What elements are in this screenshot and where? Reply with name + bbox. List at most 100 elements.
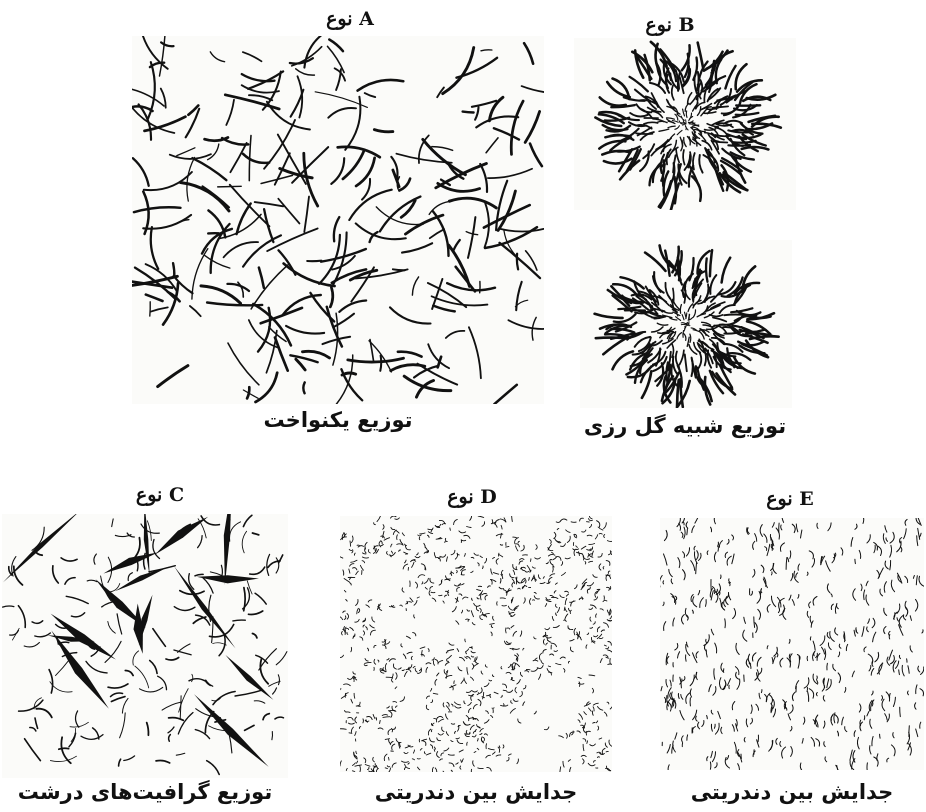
fine-flake [61,558,77,561]
fine-flake [162,702,181,710]
oriented-interdendritic-flake [816,739,820,746]
interdendritic-flake [392,744,395,750]
interdendritic-flake [485,595,487,600]
interdendritic-flake [519,559,524,560]
oriented-interdendritic-flake [778,609,779,613]
fine-flake [108,622,116,634]
interdendritic-flake [449,643,454,645]
interdendritic-flake [382,645,386,649]
interdendritic-flake [380,545,383,546]
interdendritic-flake [498,747,500,752]
rosette-flake [712,141,728,142]
graphite-flake [218,186,242,187]
graphite-flake [374,130,392,132]
interdendritic-flake [438,661,443,664]
interdendritic-flake [356,571,359,574]
oriented-interdendritic-flake [810,637,811,640]
fine-flake [111,697,125,702]
rosette-flake [630,113,648,117]
oriented-interdendritic-flake [712,752,715,762]
rosette-flake [706,258,707,281]
interdendritic-flake [348,717,353,720]
interdendritic-flake [345,627,346,631]
interdendritic-flake [571,522,576,523]
interdendritic-flake [466,649,469,652]
fine-flake [169,718,184,721]
rosette-flake [704,112,716,113]
oriented-interdendritic-flake [769,695,772,704]
interdendritic-flake [482,522,485,527]
fine-flake [108,684,128,688]
interdendritic-flake [584,712,587,715]
oriented-interdendritic-flake [872,691,874,695]
interdendritic-flake [607,587,611,588]
interdendritic-flake [464,554,465,557]
oriented-interdendritic-flake [915,599,917,611]
oriented-interdendritic-flake [861,584,862,591]
graphite-flake [429,202,448,215]
oriented-interdendritic-flake [804,678,809,688]
interdendritic-flake [491,580,492,585]
interdendritic-flake [491,715,493,717]
oriented-interdendritic-flake [733,609,736,619]
fine-flake [140,687,163,692]
fine-flake [50,756,76,761]
oriented-interdendritic-flake [792,692,795,701]
interdendritic-flake [448,755,454,756]
interdendritic-flake [588,763,595,765]
fine-flake [35,633,50,637]
oriented-interdendritic-flake [682,736,684,742]
interdendritic-flake [482,697,484,698]
title-type-d: نوع D [412,486,532,508]
graphite-flake [228,343,259,385]
interdendritic-flake [566,594,568,596]
interdendritic-flake [447,557,448,562]
oriented-interdendritic-flake [921,667,924,675]
interdendritic-flake [342,533,344,539]
fine-flake [278,675,279,685]
oriented-interdendritic-flake [884,627,886,634]
interdendritic-flake [368,550,370,554]
interdendritic-flake [603,600,607,601]
interdendritic-flake [340,729,346,730]
interdendritic-flake [563,669,565,673]
rosette-flake [672,344,674,358]
oriented-interdendritic-flake [798,595,799,599]
oriented-interdendritic-flake [889,650,893,660]
interdendritic-flake [565,607,567,612]
oriented-interdendritic-flake [837,731,838,736]
oriented-interdendritic-flake [714,518,715,524]
interdendritic-flake [469,708,471,712]
oriented-interdendritic-flake [811,737,814,746]
interdendritic-flake [414,615,415,618]
interdendritic-flake [524,598,526,603]
interdendritic-flake [365,659,368,662]
interdendritic-flake [387,552,388,555]
interdendritic-flake [594,635,598,636]
fine-flake [195,574,203,575]
graphite-flake [243,235,281,266]
interdendritic-flake [503,684,507,688]
oriented-interdendritic-flake [885,561,888,569]
interdendritic-flake [446,576,451,579]
oriented-interdendritic-flake [715,643,717,653]
rosette-flake [595,314,623,318]
interdendritic-flake [520,631,522,636]
interdendritic-flake [347,628,349,629]
interdendritic-flake [383,668,384,670]
interdendritic-flake [580,518,584,521]
fine-flake [76,711,79,727]
interdendritic-flake [394,727,395,729]
interdendritic-flake [438,734,443,736]
interdendritic-flake [360,565,363,570]
oriented-interdendritic-flake [817,676,818,679]
interdendritic-flake [373,714,375,718]
interdendritic-flake [586,645,587,649]
oriented-interdendritic-flake [796,524,798,532]
interdendritic-flake [405,544,407,545]
graphite-flake [144,172,192,190]
interdendritic-flake [343,570,344,575]
oriented-interdendritic-flake [711,724,712,731]
interdendritic-flake [450,528,451,530]
interdendritic-flake [501,695,502,697]
